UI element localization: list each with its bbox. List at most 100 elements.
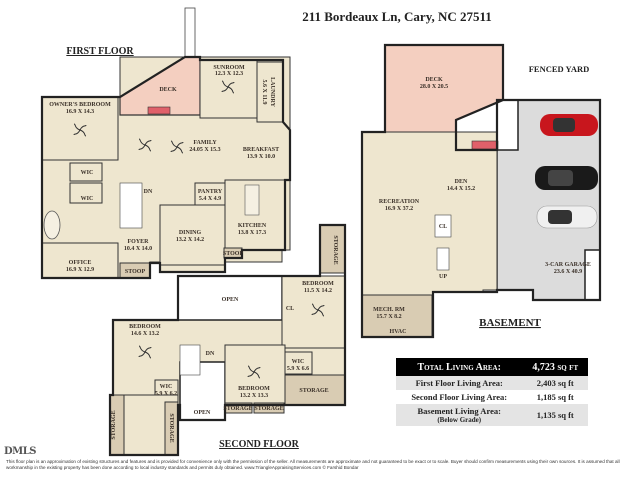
total-living-area-row: Total Living Area: 4,723 sq ft [396,358,588,376]
sunroom-label: SUNROOM [213,65,245,71]
kitchen-stoop-label: STOOP [223,251,244,257]
ceiling-fan-icon [138,138,152,152]
total-living-area-label: Total Living Area: [396,358,523,376]
breakfast-dims: 13.9 X 10.0 [247,154,275,160]
ceiling-fan-icon [170,140,184,154]
wic-1-label: WIC [81,170,94,176]
den-label: DEN [455,179,468,185]
storage-small-1-label: STORAGE [223,406,252,412]
basement-closet-label: CL [439,224,447,230]
kitchen-label: KITCHEN [238,223,267,229]
disclaimer-text: This floor plan is an approximation of e… [6,459,620,470]
pantry-dims: 5.4 X 4.9 [199,196,221,202]
bedroom-b-label: BEDROOM [129,324,161,330]
dining [159,204,226,266]
foyer-label: FOYER [128,239,150,245]
dining-dims: 13.2 X 14.2 [176,237,204,243]
den-dims: 14.4 X 15.2 [447,186,475,192]
first-floor-plan: FIRST FLOOR OWNER'S BEDROOM 16.9 X 14.3 … [40,7,292,280]
basement-heading: BASEMENT [479,317,541,329]
second-floor-heading: SECOND FLOOR [219,439,300,450]
fireplace [147,106,171,115]
recreation-den [361,131,498,296]
area-value: 2,403 sq ft [522,376,588,390]
pantry-label: PANTRY [198,189,223,195]
deck-label: DECK [159,87,177,93]
basement-closet [434,214,452,238]
area-value: 1,135 sq ft [522,404,588,426]
living-area-table: Total Living Area: 4,723 sq ft First Flo… [396,358,588,426]
first-floor-stairs [119,182,143,229]
area-label-text: Basement Living Area: [417,406,501,416]
breakfast-label: BREAKFAST [243,147,279,153]
family-dims: 24.05 X 15.3 [189,147,220,153]
wic-c-dims: 5.9 X 6.6 [287,366,309,372]
car-black [535,166,598,190]
bedroom-a-dims: 11.5 X 14.2 [304,288,332,294]
storage-small-2 [253,402,285,414]
ceiling-fan-icon [221,80,235,94]
area-row: Basement Living Area:(Below Grade) 1,135… [396,404,588,426]
open-bottom-label: OPEN [194,410,211,416]
bedroom-c-label: BEDROOM [238,386,270,392]
bathtub [43,210,61,240]
bedroom-b-dims: 14.6 X 13.2 [131,331,159,337]
owners-bedroom-dims: 16.9 X 14.3 [66,109,94,115]
family-label: FAMILY [193,140,217,146]
area-label: First Floor Living Area: [396,376,523,390]
garage-dims: 23.6 X 40.9 [554,269,582,275]
foyer-dims: 10.4 X 14.0 [124,246,152,252]
bedroom-c-dims: 13.2 X 13.3 [240,393,268,399]
storage-right-label: STORAGE [168,413,174,442]
basement-stairs [436,247,450,271]
area-row: Second Floor Living Area: 1,185 sq ft [396,390,588,404]
property-address-title: 211 Bordeaux Ln, Cary, NC 27511 [302,9,492,24]
stairs-down-label-2: DN [206,351,215,357]
hvac-label: HVAC [390,329,407,335]
area-label: Second Floor Living Area: [411,392,508,402]
storage-a-label: STORAGE [332,235,338,264]
ceiling-fan-icon [247,365,261,379]
ceiling-fan-icon [311,303,325,317]
second-floor-stairs [179,344,201,376]
bedroom-13-2 [224,344,286,406]
owners-bedroom-label: OWNER'S BEDROOM [49,102,111,108]
laundry-dims: 5.6 X 11.9 [261,79,267,104]
ceiling-fan-icons [73,80,325,379]
exterior-stairs [184,7,196,59]
dining-label: DINING [179,230,202,236]
office-label: OFFICE [69,260,92,266]
car-red [540,114,598,136]
storage-left-label: STORAGE [111,410,117,439]
total-living-area-value: 4,723 sq ft [522,358,588,376]
area-label: Basement Living Area:(Below Grade) [396,404,523,426]
basement-plan: FENCED YARD DECK 28.0 X 20.5 DEN 14.4 X … [360,43,602,339]
mech-room-dims: 15.7 X 8.2 [376,314,401,320]
dmls-logo: DMLS [4,446,37,457]
front-stoop-label: STOOP [125,269,146,275]
stairs-up-label: UP [439,274,447,280]
first-floor-walls [40,55,292,280]
sunroom-dims: 12.3 X 12.3 [215,71,243,77]
wic-b-label: WIC [160,384,173,390]
wic-2 [69,182,103,204]
mech-room-label: MECH. RM [373,307,405,313]
ceiling-fan-icon [73,123,87,137]
laundry-label: LAUNDRY [269,77,275,107]
bedroom-11-5 [281,275,346,349]
basement-fireplace [471,140,499,150]
area-value: 1,185 sq ft [536,392,574,402]
basement-deck-label: DECK [425,77,443,83]
area-sublabel: (Below Grade) [437,416,482,424]
wic-2-label: WIC [81,196,94,202]
basement-deck-dims: 28.0 X 20.5 [420,84,448,90]
closet-label: CL [286,306,294,312]
first-floor-heading: FIRST FLOOR [66,46,134,57]
wic-5-9-6-6 [284,351,313,375]
garage-label: 3-CAR GARAGE [545,262,591,268]
storage-top-right [319,224,346,274]
ceiling-fan-icon [138,345,152,359]
wic-1 [69,162,103,182]
open-top-label: OPEN [222,297,239,303]
